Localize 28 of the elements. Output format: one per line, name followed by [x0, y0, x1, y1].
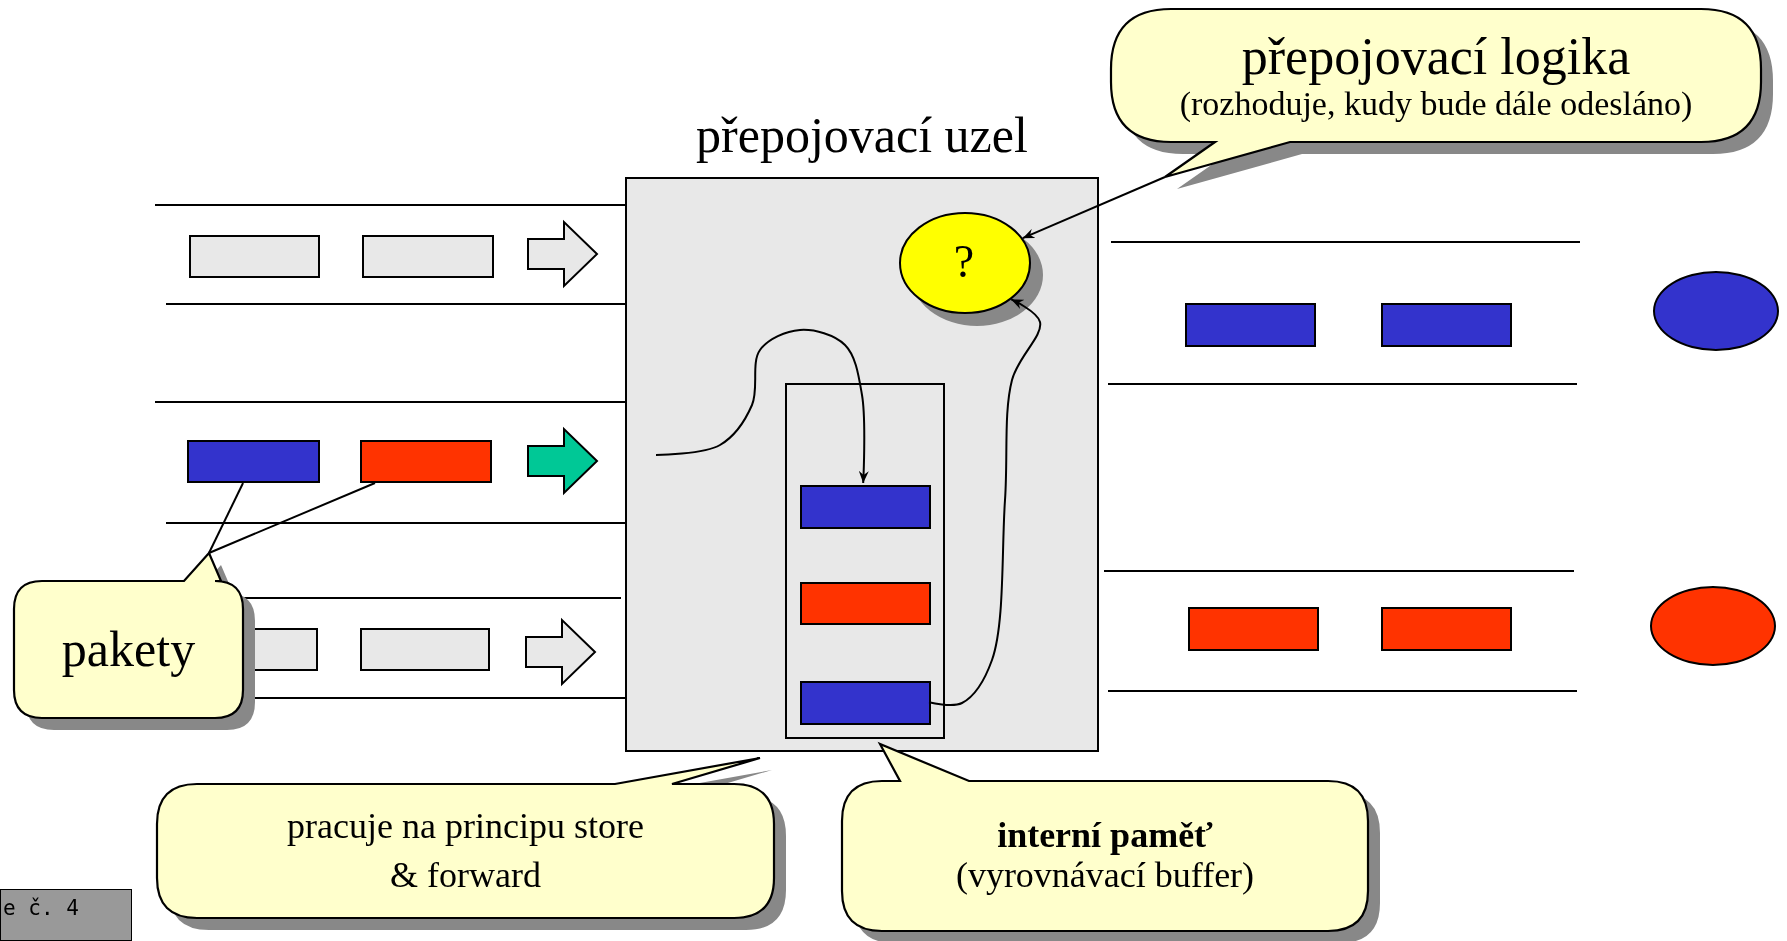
footer-label: e č. 4 — [0, 889, 132, 941]
packet-bar — [360, 440, 492, 483]
callout-title: pracuje na principu store & forward — [287, 805, 644, 897]
flow-arrow — [655, 328, 869, 484]
packet-bar — [1185, 303, 1316, 347]
leader-line — [208, 482, 245, 554]
packet-bar — [800, 681, 931, 725]
packet-bar — [362, 235, 494, 278]
callout-title: přepojovací logika — [1241, 28, 1631, 86]
pointer-line — [1021, 176, 1166, 240]
packet-bar — [1381, 607, 1512, 651]
packet-bar — [187, 440, 320, 483]
leader-line — [208, 482, 376, 554]
packet-bar — [1188, 607, 1319, 651]
callout-note: (vyrovnávací buffer) — [955, 856, 1255, 896]
packet-bar — [189, 235, 320, 278]
packet-bar — [800, 582, 931, 625]
question-mark: ? — [953, 236, 975, 288]
callout-note: (rozhoduje, kudy bude dále odesláno) — [1179, 85, 1693, 123]
packet-bar — [255, 628, 318, 671]
node-title: přepojovací uzel — [696, 107, 1028, 163]
packet-bar — [800, 485, 931, 529]
callout-title: pakety — [61, 622, 196, 677]
packet-bar — [360, 628, 490, 671]
packet-bar — [1381, 303, 1512, 347]
buffer-box — [785, 383, 945, 739]
callout-title: interní paměť — [997, 816, 1213, 856]
flow-arrow — [928, 298, 1042, 706]
